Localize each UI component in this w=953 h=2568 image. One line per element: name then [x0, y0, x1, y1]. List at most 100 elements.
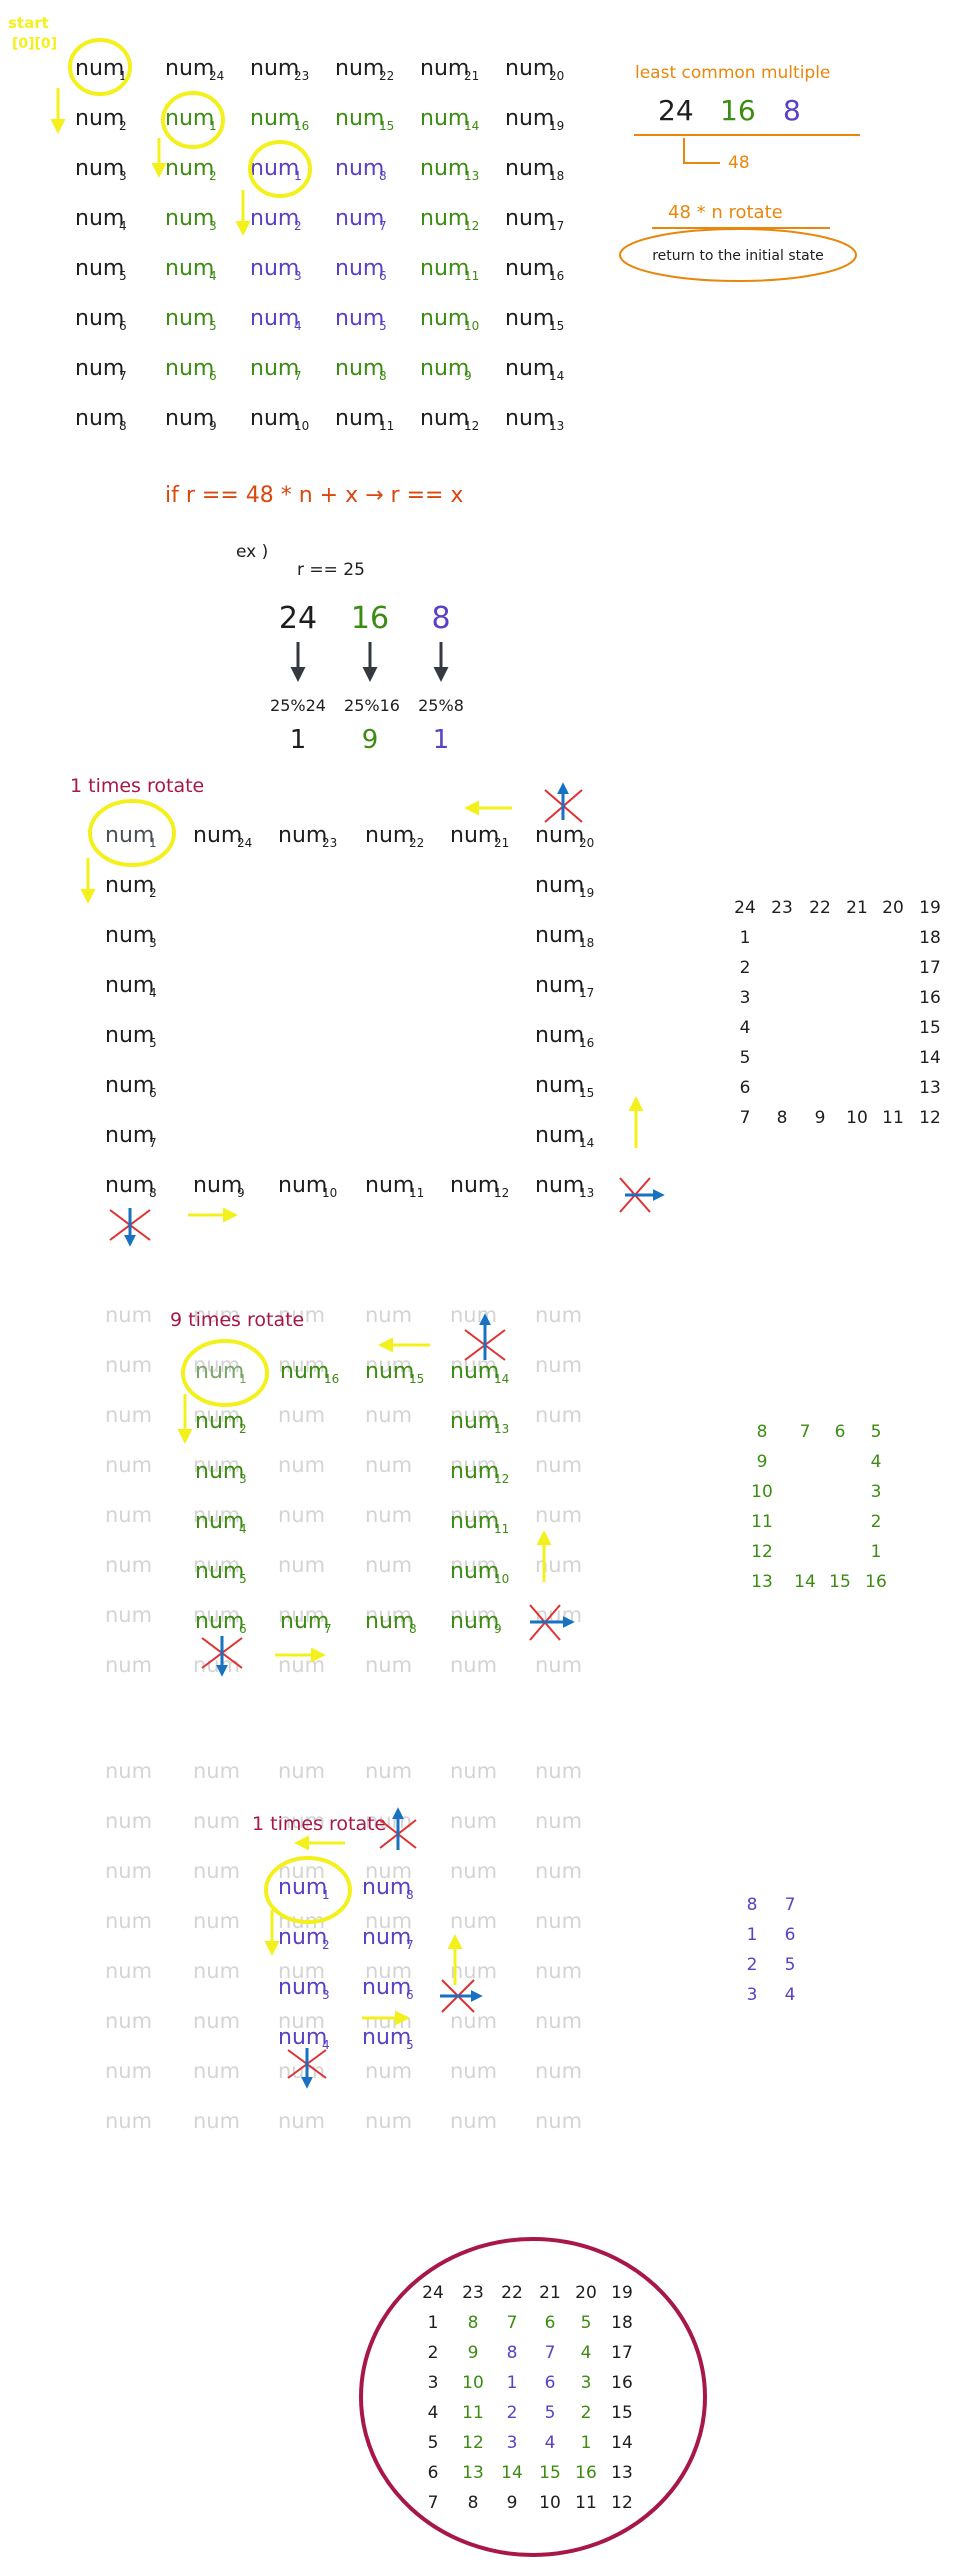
section2-table-cell: 1 — [871, 1542, 882, 1562]
ghost-cell: num — [535, 1859, 582, 1883]
num-subscript: 11 — [379, 419, 394, 433]
num-word: num — [335, 406, 384, 431]
section3-title: 1 times rotate — [252, 1813, 386, 1835]
section1-table-cell: 6 — [740, 1078, 751, 1098]
ghost-word: num — [105, 1553, 152, 1577]
ghost-word: num — [193, 1859, 240, 1883]
num-word: num — [420, 356, 469, 381]
highlight-circle-num1-purple — [248, 140, 312, 198]
num-word: num — [278, 1975, 327, 2000]
ghost-cell: num — [105, 1909, 152, 1933]
ghost-word: num — [193, 1553, 240, 1577]
num-word: num — [250, 56, 299, 81]
final-table-cell: 11 — [462, 2403, 484, 2423]
section1-table-cell: 4 — [740, 1018, 751, 1038]
section1-table-cell: 12 — [919, 1108, 941, 1128]
num-subscript: 6 — [119, 319, 127, 333]
num-word: num — [105, 1123, 154, 1148]
ghost-word: num — [365, 1759, 412, 1783]
num-word: num — [193, 1173, 242, 1198]
ghost-word: num — [450, 1759, 497, 1783]
highlight-circle-num1-outer — [68, 38, 132, 96]
final-table-cell: 2 — [507, 2403, 518, 2423]
final-table-cell: 2 — [428, 2343, 439, 2363]
ghost-cell: num — [365, 1303, 412, 1327]
ghost-word: num — [193, 2009, 240, 2033]
num-word: num — [250, 306, 299, 331]
final-table-cell: 20 — [575, 2283, 597, 2303]
num-subscript: 7 — [294, 369, 302, 383]
num-word: num — [535, 1073, 584, 1098]
ghost-word: num — [278, 1403, 325, 1427]
ghost-cell: num — [450, 1453, 497, 1477]
ghost-word: num — [105, 1859, 152, 1883]
num-word: num — [535, 923, 584, 948]
num-word: num — [165, 406, 214, 431]
ghost-cell: num — [193, 1603, 240, 1627]
ghost-cell: num — [193, 2109, 240, 2133]
start-index-label: [0][0] — [12, 36, 57, 52]
ghost-cell: num — [193, 1353, 240, 1377]
num-subscript: 22 — [409, 836, 424, 850]
section1-table-cell: 9 — [815, 1108, 826, 1128]
num-subscript: 15 — [409, 1372, 424, 1386]
ghost-word: num — [450, 1809, 497, 1833]
num-word: num — [535, 1123, 584, 1148]
ghost-word: num — [193, 1353, 240, 1377]
ghost-word: num — [105, 1303, 152, 1327]
ghost-cell: num — [535, 1453, 582, 1477]
ghost-word: num — [278, 1353, 325, 1377]
section2-table-cell: 10 — [751, 1482, 773, 1502]
num-subscript: 13 — [494, 1422, 509, 1436]
ghost-word: num — [278, 1503, 325, 1527]
section3-table-cell: 3 — [747, 1985, 758, 2005]
ghost-cell: num — [365, 1859, 412, 1883]
num-subscript: 7 — [119, 369, 127, 383]
ghost-cell: num — [193, 1553, 240, 1577]
section1-table-cell: 22 — [809, 898, 831, 918]
num-subscript: 12 — [494, 1472, 509, 1486]
ghost-word: num — [535, 1653, 582, 1677]
section3-cross-bottom-right — [440, 1979, 483, 2013]
num-word: num — [535, 1023, 584, 1048]
ghost-word: num — [450, 1503, 497, 1527]
num-subscript: 3 — [294, 269, 302, 283]
ghost-word: num — [193, 1303, 240, 1327]
num-subscript: 14 — [549, 369, 564, 383]
ghost-cell: num — [535, 1403, 582, 1427]
num-word: num — [505, 156, 554, 181]
num-subscript: 9 — [494, 1622, 502, 1636]
ghost-word: num — [278, 1653, 325, 1677]
ghost-word: num — [535, 2109, 582, 2133]
ghost-word: num — [450, 1653, 497, 1677]
ghost-word: num — [535, 1809, 582, 1833]
final-table-cell: 10 — [462, 2373, 484, 2393]
section1-table-cell: 24 — [734, 898, 756, 918]
num-subscript: 4 — [119, 219, 127, 233]
num-subscript: 11 — [494, 1522, 509, 1536]
ghost-cell: num — [193, 1403, 240, 1427]
ghost-cell: num — [365, 1603, 412, 1627]
num-word: num — [278, 1173, 327, 1198]
